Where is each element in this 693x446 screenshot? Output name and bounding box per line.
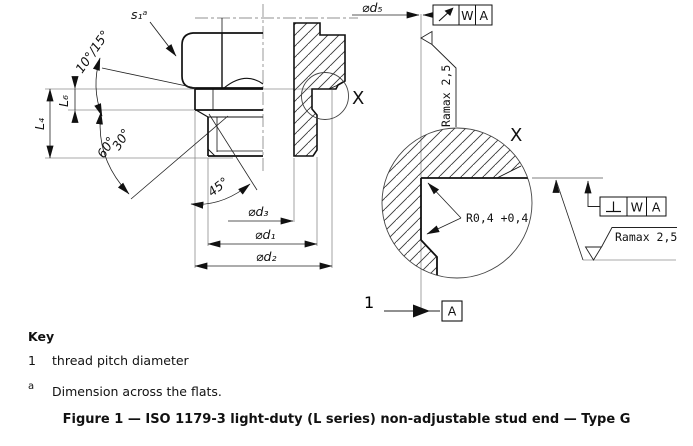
hex-chamfer-arc bbox=[223, 77, 264, 89]
radius-leaders bbox=[426, 182, 462, 235]
key-footnote: a Dimension across the flats. bbox=[28, 381, 448, 399]
circular-runout-icon bbox=[438, 7, 454, 22]
technical-drawing: X 10°/15° 30° 60° 45° s₁ᵃ L₄ L₆ ⌀d₃ ⌀d₁ … bbox=[32, 0, 677, 322]
datum-a-label: A bbox=[448, 304, 457, 319]
detail-x-marker-label: X bbox=[352, 88, 364, 109]
s1-across-flats-label: s₁ᵃ bbox=[131, 7, 148, 22]
key-item-number: 1 bbox=[28, 353, 36, 368]
d3-label: ⌀d₃ bbox=[248, 204, 268, 219]
length-dimensions bbox=[46, 76, 79, 159]
d1-label: ⌀d₁ bbox=[255, 227, 275, 242]
surface-finish-icon bbox=[584, 246, 603, 261]
perpendicularity-icon bbox=[606, 201, 621, 213]
angle-45-label: 45° bbox=[205, 174, 232, 199]
washer-angle-label: 10°/15° bbox=[72, 27, 112, 75]
diameter-dimensions bbox=[194, 11, 436, 270]
d5-label: ⌀d₅ bbox=[362, 0, 382, 15]
d2-label: ⌀d₂ bbox=[256, 249, 276, 264]
key-block: Key 1 thread pitch diameter a Dimension … bbox=[28, 329, 448, 399]
footnote-text: Dimension across the flats. bbox=[52, 384, 222, 399]
surface-finish-right bbox=[584, 227, 677, 261]
ramax-top-label: Ramax 2,5 bbox=[439, 65, 453, 127]
figure-caption: Figure 1 — ISO 1179-3 light-duty (L seri… bbox=[62, 412, 631, 427]
stud-outline bbox=[181, 18, 264, 157]
detail-x-circle-marker bbox=[301, 72, 349, 120]
fcf-perpendicularity: W A bbox=[552, 179, 667, 261]
l6-label: L₆ bbox=[56, 95, 71, 107]
fcf-top-tolerance: W bbox=[461, 8, 473, 23]
fcf-top-datum: A bbox=[480, 8, 489, 23]
s1-leader bbox=[149, 21, 177, 57]
key-item-text: thread pitch diameter bbox=[52, 353, 189, 368]
surface-finish-top bbox=[420, 30, 457, 127]
ramax-right-label: Ramax 2,5 bbox=[615, 230, 677, 244]
datum-arrow bbox=[413, 304, 430, 318]
fcf-right-tolerance: W bbox=[631, 200, 643, 215]
section-half bbox=[293, 22, 349, 157]
l4-label: L₄ bbox=[32, 118, 47, 130]
datum-callout: A bbox=[384, 300, 463, 322]
footnote-marker: a bbox=[28, 381, 35, 392]
pitch-ref-number: 1 bbox=[364, 293, 374, 312]
radius-note-label: R0,4 +0,4 bbox=[466, 211, 528, 225]
key-item: 1 thread pitch diameter bbox=[28, 353, 448, 368]
fcf-runout: W A bbox=[432, 4, 493, 26]
detail-x-view: R0,4 +0,4 X bbox=[381, 125, 603, 279]
surface-finish-icon bbox=[420, 30, 433, 46]
extension-lines bbox=[45, 14, 676, 310]
fcf-right-datum: A bbox=[652, 200, 661, 215]
key-heading: Key bbox=[28, 329, 55, 344]
angle-dimensions bbox=[92, 57, 258, 209]
detail-x-view-title: X bbox=[510, 125, 522, 146]
